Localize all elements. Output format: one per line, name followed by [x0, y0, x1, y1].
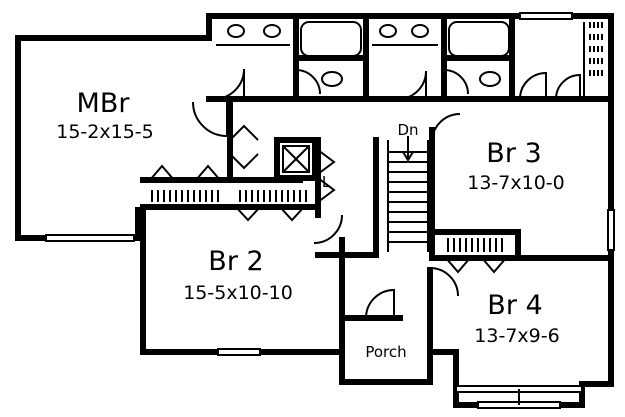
- linen-door: [317, 149, 336, 175]
- doors: [192, 101, 461, 319]
- closet-mbr: [149, 164, 221, 202]
- closet-br3: [509, 13, 603, 102]
- room-name-porch: Porch: [365, 343, 406, 361]
- stair-dn-label: Dn: [397, 121, 418, 139]
- interior-walls: [140, 96, 614, 385]
- toilet-right: [479, 71, 501, 87]
- toilet-left: [321, 71, 343, 87]
- sink-left-2: [263, 24, 281, 38]
- bath-left: [213, 13, 369, 102]
- sink-right-2: [411, 24, 429, 38]
- closet-br4: [445, 238, 507, 274]
- closet-br2: [229, 124, 307, 222]
- bathtub-left: [300, 21, 362, 57]
- room-name-br3: Br 3: [486, 138, 541, 169]
- room-size-br4: 13-7x9-6: [474, 325, 559, 347]
- room-size-br2: 15-5x10-10: [183, 282, 293, 304]
- sink-right-1: [379, 24, 397, 38]
- chute-box: [282, 145, 310, 173]
- stairs: [387, 136, 429, 252]
- room-size-mbr: 15-2x15-5: [56, 121, 154, 143]
- bath-right: [363, 13, 515, 102]
- room-name-mbr: MBr: [77, 88, 131, 119]
- windows: [45, 12, 615, 409]
- sink-left-1: [227, 24, 245, 38]
- room-name-br2: Br 2: [208, 246, 263, 277]
- room-name-br4: Br 4: [487, 290, 542, 321]
- room-size-br3: 13-7x10-0: [467, 172, 565, 194]
- linen-closet-label: L: [322, 173, 331, 191]
- bathtub-right: [448, 21, 510, 57]
